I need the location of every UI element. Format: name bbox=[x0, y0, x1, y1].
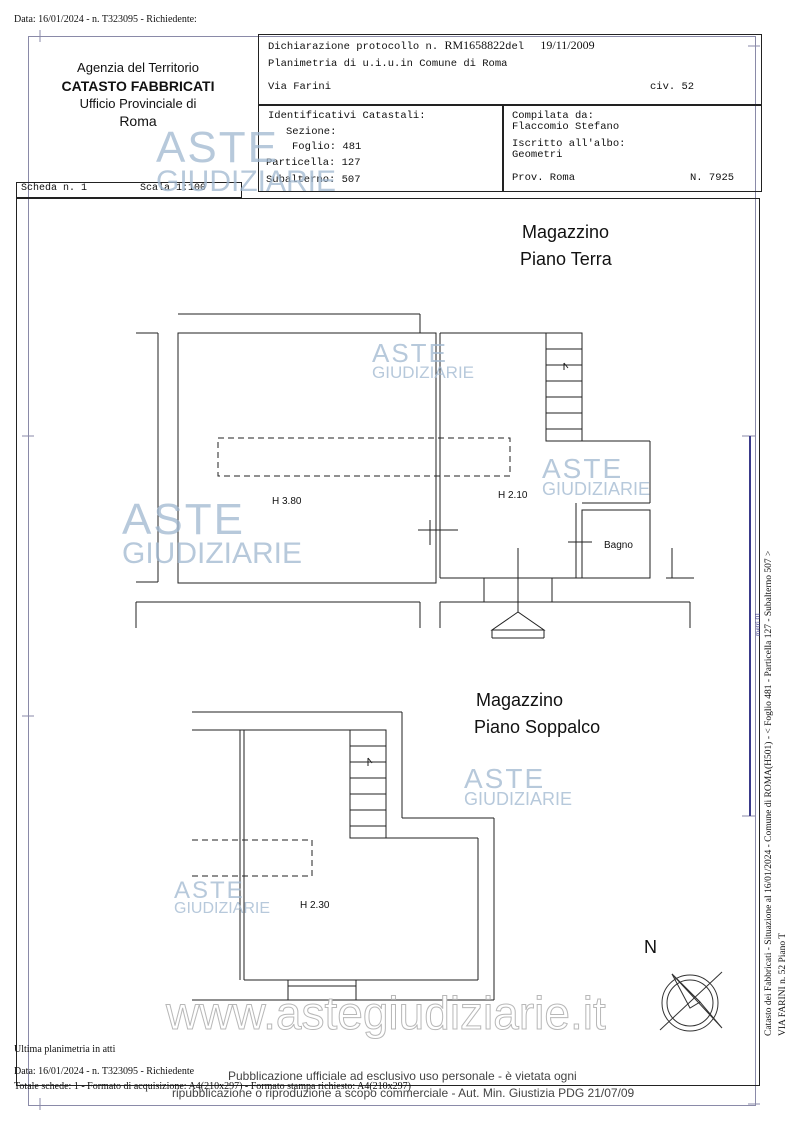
side-text-main: Catasto dei Fabbricati - Situazione al 1… bbox=[764, 550, 774, 1036]
compilata-name: Flaccomio Stefano bbox=[512, 121, 620, 133]
scale: Scala 1:100 bbox=[140, 183, 207, 194]
iscritto-value: Geometri bbox=[512, 149, 563, 161]
declaration-box bbox=[258, 34, 762, 106]
side-text-address: VIA FARINI n. 52 Piano T bbox=[778, 932, 788, 1036]
scheda-box bbox=[16, 182, 242, 198]
sheet-frame bbox=[28, 36, 756, 1106]
ufficio-label: Ufficio Provinciale di bbox=[79, 96, 197, 111]
plan-mezzanine bbox=[192, 711, 495, 1001]
sezione: Sezione: bbox=[286, 126, 337, 138]
ufficio-city: Roma bbox=[119, 113, 157, 129]
subalterno: Subalterno: 507 bbox=[266, 174, 361, 186]
upper-title-1: Magazzino bbox=[522, 222, 610, 242]
watermark-site: www.astegiudiziarie.it bbox=[166, 987, 607, 1040]
upper-title-2: Piano Terra bbox=[520, 249, 612, 269]
catasto-title: CATASTO FABBRICATI bbox=[61, 78, 215, 94]
street: Via Farini bbox=[268, 81, 332, 93]
identifiers-heading: Identificativi Catastali: bbox=[268, 110, 426, 122]
registration-number: N. 7925 bbox=[690, 172, 735, 184]
declaration-date: 19/11/2009 bbox=[540, 38, 595, 52]
watermark-logo: ASTE GIUDIZIARIE bbox=[122, 495, 303, 570]
height-label-main: H 3.80 bbox=[272, 496, 302, 507]
height-label-stair: H 2.10 bbox=[498, 490, 528, 501]
declaration-label: Dichiarazione protocollo n. bbox=[268, 41, 439, 53]
watermark-logo: ASTE GIUDIZIARIE bbox=[542, 453, 651, 500]
agency-block: Agenzia del Territorio CATASTO FABBRICAT… bbox=[48, 60, 228, 129]
publication-notice-1: Pubblicazione ufficiale ad esclusivo uso… bbox=[228, 1069, 577, 1083]
footer-data: Data: 16/01/2024 - n. T323095 - Richiede… bbox=[14, 1066, 195, 1077]
declaration-line: Dichiarazione protocollo n. RM1658822del… bbox=[268, 38, 595, 53]
scheda-number: Scheda n. 1 bbox=[21, 183, 88, 194]
planimetria-line: Planimetria di u.i.u.in Comune di Roma bbox=[268, 58, 508, 70]
drawing-frame bbox=[16, 198, 760, 1086]
plan-ground-floor bbox=[135, 313, 694, 639]
particella: Particella: 127 bbox=[266, 157, 361, 169]
del-label: del bbox=[505, 41, 525, 53]
compiler-box bbox=[502, 104, 762, 192]
footer-totale: Totale schede: 1 - Formato di acquisizio… bbox=[14, 1081, 411, 1092]
watermark-logo: ASTE GIUDIZIARIE bbox=[372, 338, 475, 383]
header-line: Data: 16/01/2024 - n. T323095 - Richiede… bbox=[14, 14, 197, 25]
height-label-mezzanine: H 2.30 bbox=[300, 900, 330, 911]
protocol-number: RM1658822 bbox=[444, 38, 506, 52]
bagno-label: Bagno bbox=[604, 540, 633, 551]
north-compass bbox=[659, 971, 723, 1032]
scale-marker: metri 01 bbox=[754, 612, 762, 636]
compilata-label: Compilata da: bbox=[512, 110, 594, 122]
prov: Prov. Roma bbox=[512, 172, 576, 184]
civic-number: civ. 52 bbox=[650, 81, 695, 93]
compass-north-label: N bbox=[644, 937, 657, 957]
watermark-logo: ASTE GIUDIZIARIE bbox=[174, 877, 271, 917]
agency-name: Agenzia del Territorio bbox=[77, 60, 199, 75]
watermark-logo: ASTE GIUDIZIARIE bbox=[464, 763, 573, 810]
lower-title-2: Piano Soppalco bbox=[474, 717, 601, 737]
lower-title-1: Magazzino bbox=[476, 690, 564, 710]
ultima-planimetria: Ultima planimetria in atti bbox=[14, 1044, 116, 1055]
publication-notice-2: ripubblicazione o riproduzione a scopo c… bbox=[172, 1086, 635, 1100]
identifiers-box bbox=[258, 104, 504, 192]
iscritto-label: Iscritto all'albo: bbox=[512, 138, 626, 150]
watermark-logo: ASTE GIUDIZIARIE bbox=[156, 123, 337, 198]
foglio: Foglio: 481 bbox=[292, 141, 362, 153]
